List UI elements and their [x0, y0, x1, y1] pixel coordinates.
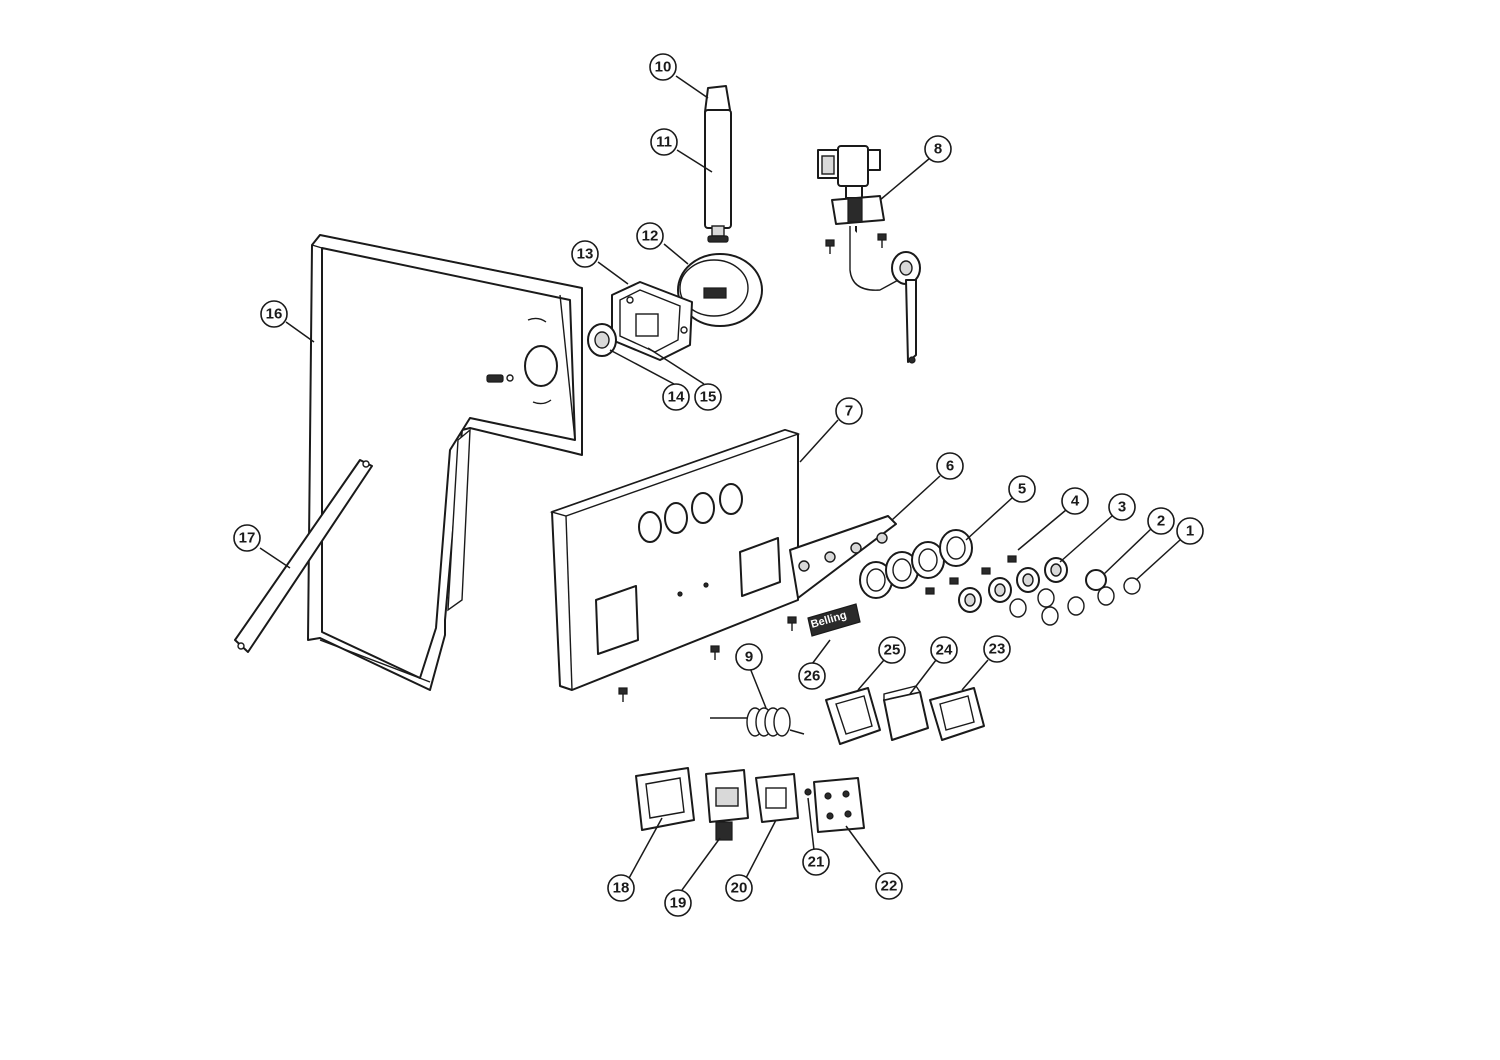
brand-badge: Belling: [807, 603, 861, 637]
callout-26: 26: [798, 662, 826, 690]
svg-text:6: 6: [946, 458, 954, 475]
callout-10: 10: [649, 53, 677, 81]
svg-text:12: 12: [642, 228, 659, 245]
callout-22: 22: [875, 872, 903, 900]
callout-3: 3: [1108, 493, 1136, 521]
svg-text:16: 16: [266, 306, 283, 323]
gas-valve: [817, 145, 921, 364]
svg-text:3: 3: [1118, 499, 1126, 516]
svg-text:4: 4: [1071, 493, 1080, 510]
spring: [710, 707, 805, 737]
svg-text:25: 25: [884, 642, 901, 659]
svg-text:10: 10: [655, 59, 672, 76]
callout-16: 16: [260, 300, 288, 328]
svg-text:5: 5: [1018, 481, 1026, 498]
side-frame-panel: [307, 234, 583, 691]
callout-7: 7: [835, 397, 863, 425]
svg-text:1: 1: [1186, 523, 1194, 540]
svg-text:22: 22: [881, 878, 898, 895]
switch-assembly: [587, 281, 693, 361]
svg-text:24: 24: [936, 642, 953, 659]
callout-25: 25: [878, 636, 906, 664]
svg-text:15: 15: [700, 389, 717, 406]
svg-text:17: 17: [239, 530, 256, 547]
callout-1: 1: [1176, 517, 1204, 545]
svg-text:23: 23: [989, 641, 1006, 658]
leader-lines: [259, 75, 1181, 891]
callout-14: 14: [662, 383, 690, 411]
callout-15: 15: [694, 383, 722, 411]
callout-23: 23: [983, 635, 1011, 663]
callout-19: 19: [664, 889, 692, 917]
control-panel: [549, 429, 801, 702]
bezel-strip: [789, 515, 897, 599]
svg-text:13: 13: [577, 246, 594, 263]
callout-9: 9: [735, 643, 763, 671]
callout-6: 6: [936, 452, 964, 480]
spindle-parts: [925, 555, 1141, 626]
svg-text:21: 21: [808, 854, 825, 871]
svg-text:26: 26: [804, 668, 821, 685]
callout-13: 13: [571, 240, 599, 268]
callout-12: 12: [636, 222, 664, 250]
callout-20: 20: [725, 874, 753, 902]
svg-text:2: 2: [1157, 513, 1165, 530]
callout-4: 4: [1061, 487, 1089, 515]
callout-11: 11: [650, 128, 678, 156]
callout-5: 5: [1008, 475, 1036, 503]
svg-text:20: 20: [731, 880, 748, 897]
callout-24: 24: [930, 636, 958, 664]
svg-text:18: 18: [613, 880, 630, 897]
knob-handle: [704, 85, 732, 243]
svg-text:7: 7: [845, 403, 853, 420]
svg-text:19: 19: [670, 895, 687, 912]
svg-text:11: 11: [656, 134, 672, 151]
knob-rings: [859, 529, 973, 599]
callout-labels: 10 11 8 12 13 16 14 15 7 6 5 4 3 2 1 17 …: [233, 53, 1204, 917]
callout-8: 8: [924, 135, 952, 163]
small-components: [635, 767, 865, 841]
cylinder-housing: [677, 253, 763, 327]
callout-2: 2: [1147, 507, 1175, 535]
callout-21: 21: [802, 848, 830, 876]
callout-17: 17: [233, 524, 261, 552]
brace-bar: [234, 459, 373, 653]
callout-18: 18: [607, 874, 635, 902]
svg-text:8: 8: [934, 141, 942, 158]
svg-text:9: 9: [745, 649, 753, 666]
svg-text:14: 14: [668, 389, 685, 406]
display-frames: [825, 685, 985, 745]
